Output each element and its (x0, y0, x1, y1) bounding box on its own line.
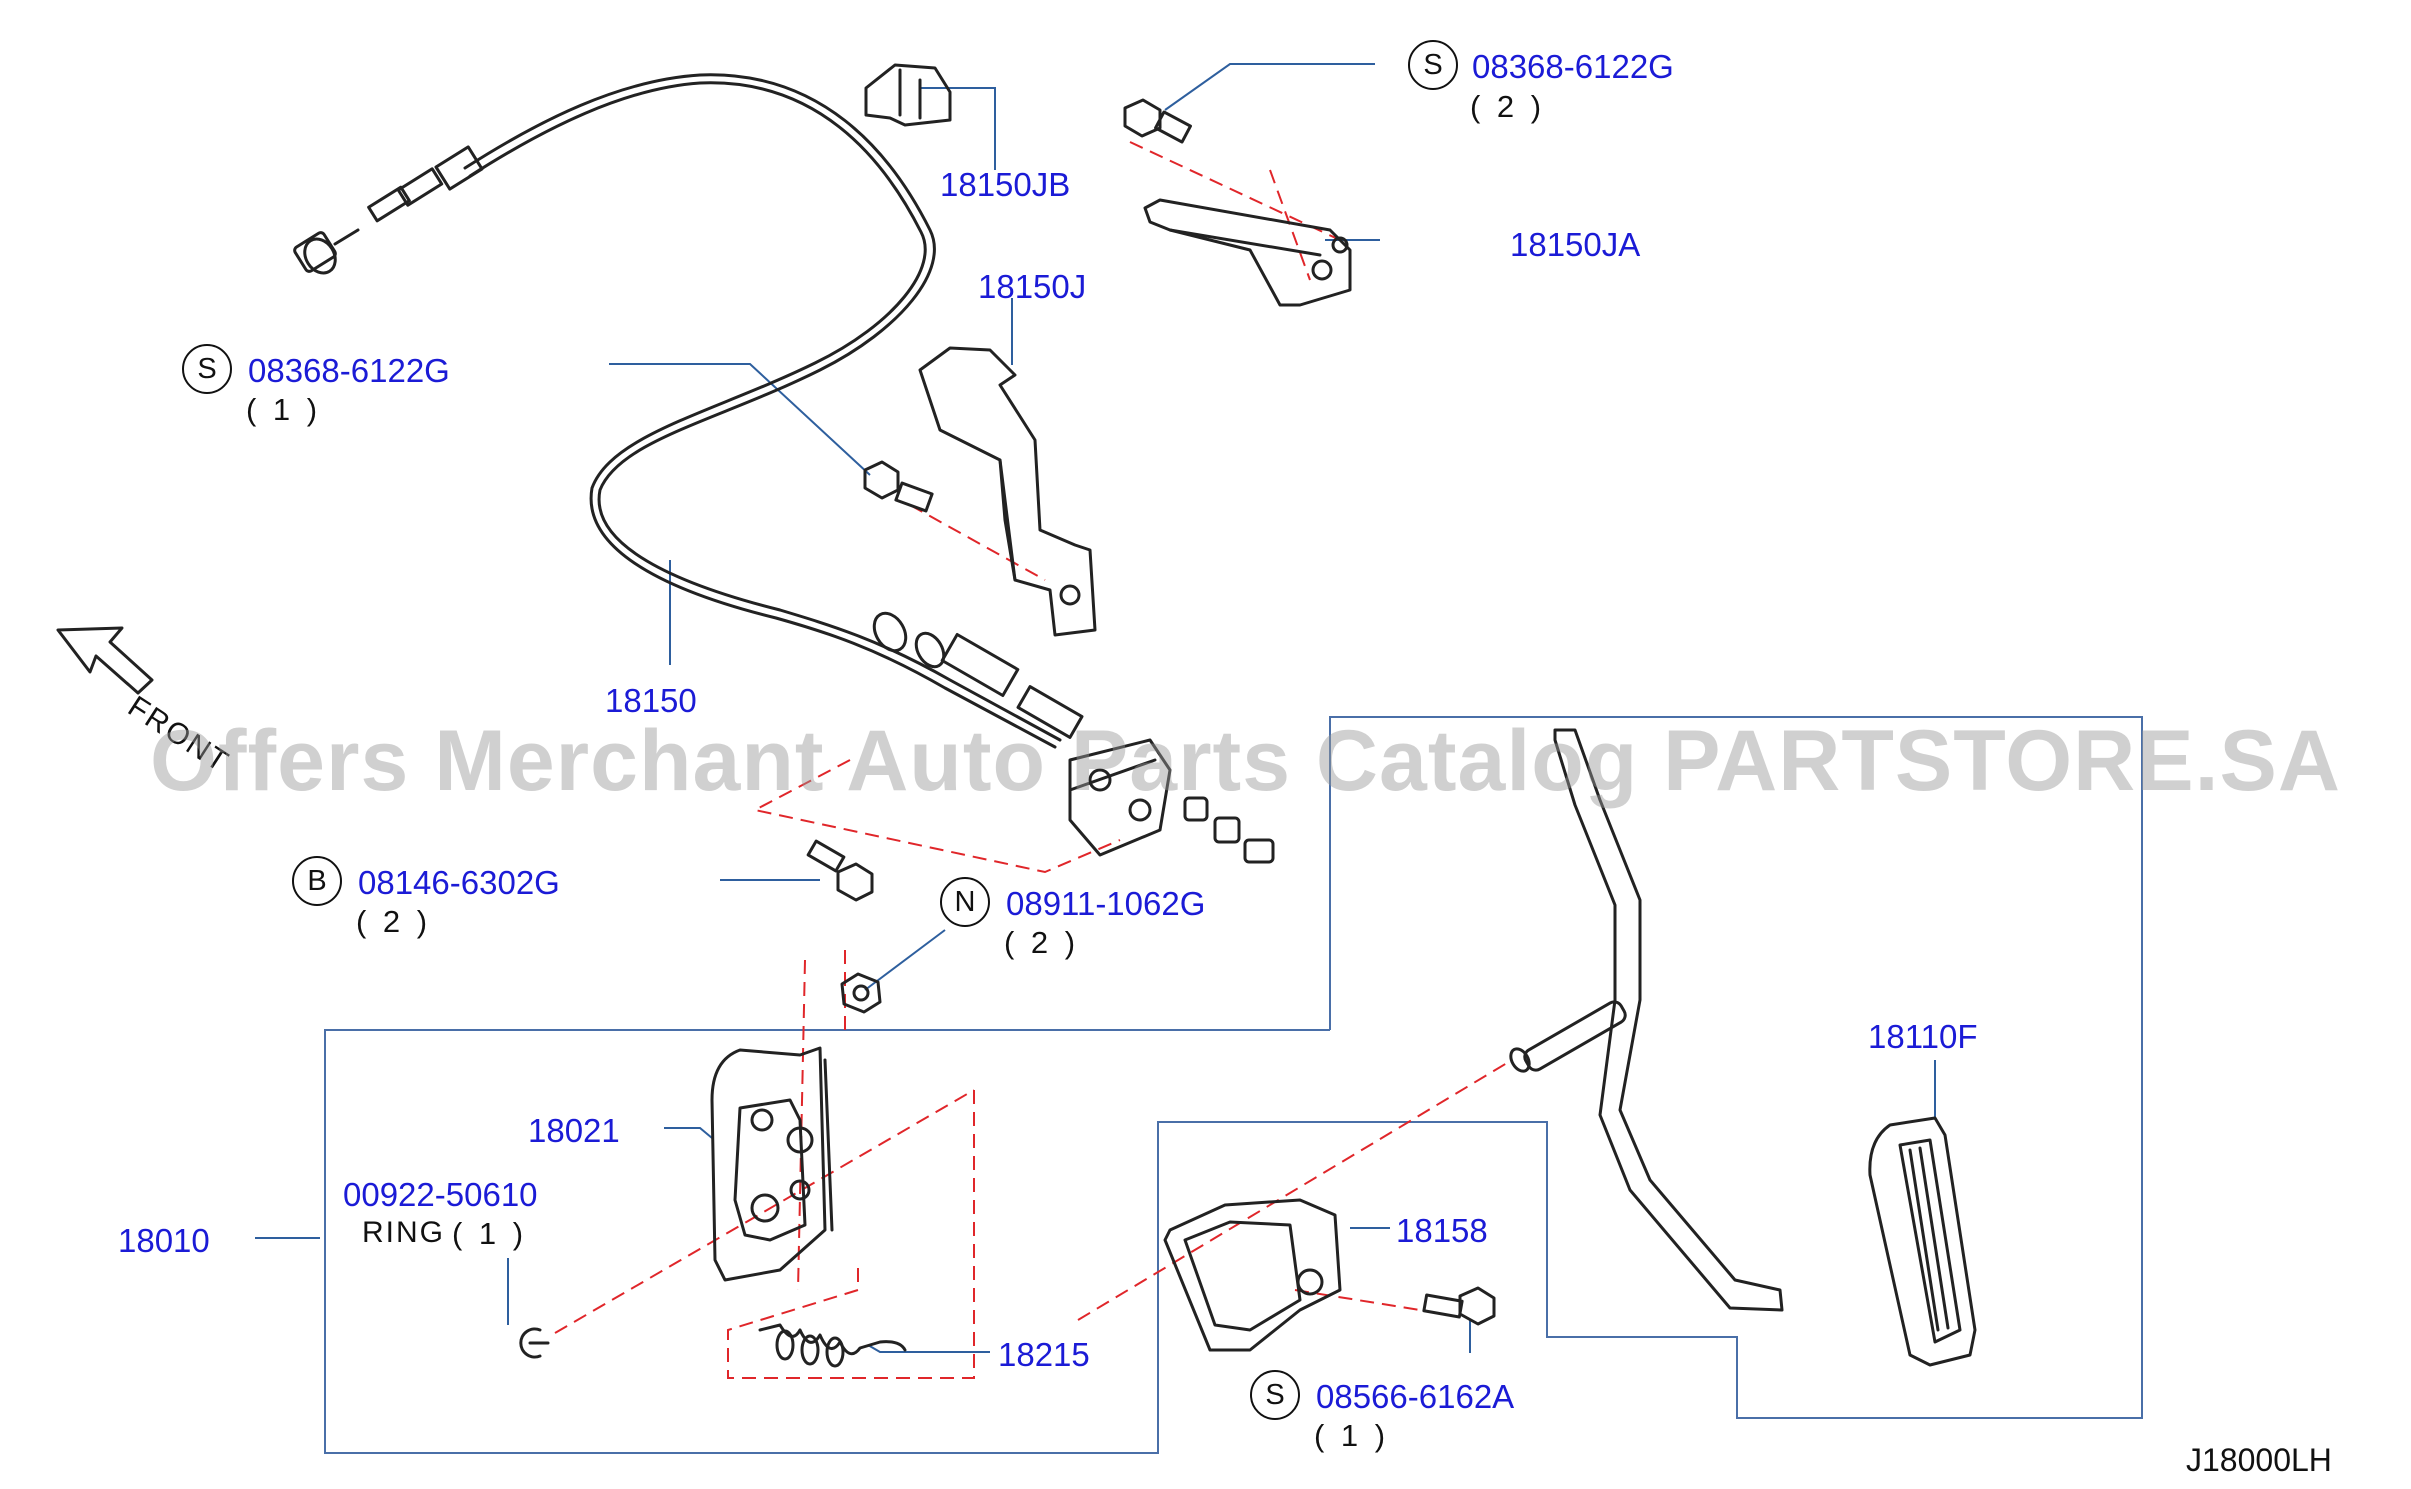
watermark: Offers Merchant Auto Parts Catalog PARTS… (150, 713, 2341, 809)
label-b-part[interactable]: 08146-6302G (358, 864, 560, 901)
cable-end-bracket (1068, 738, 1172, 857)
b-qty: ( 2 ) (356, 904, 432, 939)
label-18110F[interactable]: 18110F (1868, 1018, 1978, 1055)
bolt-b (806, 839, 874, 902)
ring-00922 (519, 1327, 550, 1359)
clip-18150JB (864, 63, 952, 127)
cable-18150 (293, 73, 1275, 864)
group-frame (324, 716, 2143, 1454)
bolt-s3 (1422, 1286, 1496, 1326)
label-s2-part[interactable]: 08368-6122G (248, 352, 450, 389)
stopper-18158 (1163, 1198, 1342, 1352)
label-18150[interactable]: 18150 (605, 682, 697, 719)
label-ring-part[interactable]: 00922-50610 (343, 1176, 538, 1213)
ring-text: RING (362, 1216, 445, 1249)
label-18150JB[interactable]: 18150JB (940, 166, 1071, 203)
pedal-arm (1509, 728, 1784, 1312)
spring-18215 (758, 1323, 907, 1368)
label-n-part[interactable]: 08911-1062G (1006, 885, 1206, 922)
label-18150JA[interactable]: 18150JA (1510, 226, 1641, 263)
front-arrow-icon (56, 626, 154, 695)
label-18158[interactable]: 18158 (1396, 1212, 1488, 1249)
bolt-s2 (863, 460, 934, 513)
bolt-s1 (1123, 98, 1192, 144)
n-qty: ( 2 ) (1004, 925, 1080, 960)
badge-s1: S (1408, 40, 1458, 90)
label-18150J[interactable]: 18150J (978, 268, 1087, 305)
diagram-code: J18000LH (2186, 1442, 2332, 1478)
label-18010[interactable]: 18010 (118, 1222, 210, 1259)
s1-qty: ( 2 ) (1470, 89, 1546, 124)
part-drawings (56, 63, 1977, 1368)
dashed-lines (554, 141, 1513, 1379)
leader-lines (255, 63, 1936, 1353)
s2-qty: ( 1 ) (246, 392, 322, 427)
label-18021[interactable]: 18021 (528, 1112, 620, 1149)
badge-s3: S (1250, 1370, 1300, 1420)
nut-n (840, 972, 882, 1014)
label-s3-part[interactable]: 08566-6162A (1316, 1378, 1515, 1415)
ring-qty: ( 1 ) (452, 1216, 528, 1251)
bracket-18150JA (1143, 198, 1352, 307)
label-18215[interactable]: 18215 (998, 1336, 1090, 1373)
badge-b: B (292, 856, 342, 906)
bracket-18021 (710, 1046, 834, 1282)
badge-n: N (940, 877, 990, 927)
badge-s2: S (182, 344, 232, 394)
bracket-18150J (918, 346, 1097, 637)
pedal-pad-18110F (1868, 1116, 1977, 1367)
s3-qty: ( 1 ) (1314, 1418, 1390, 1453)
label-s1-part[interactable]: 08368-6122G (1472, 48, 1674, 85)
